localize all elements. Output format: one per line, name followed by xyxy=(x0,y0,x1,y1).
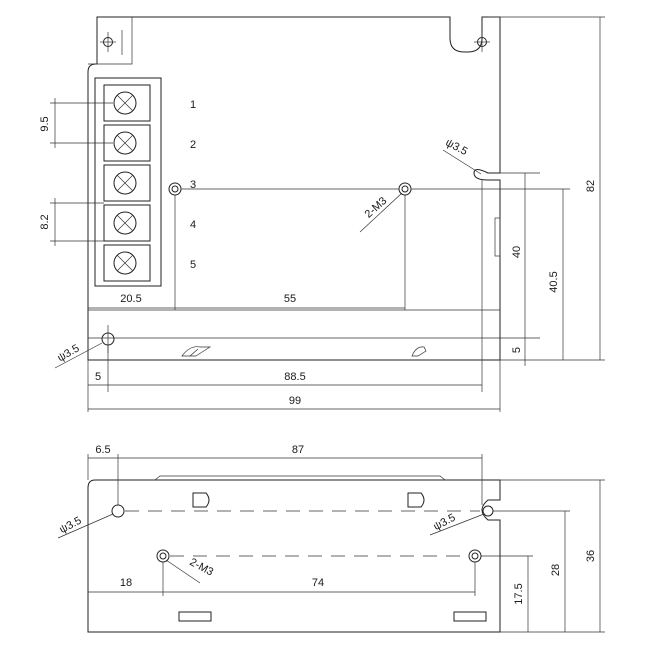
flange-hole-left-icon xyxy=(100,30,123,55)
dim-bottom-screw-offset: 18 xyxy=(120,577,132,589)
dim-hole-span: 88.5 xyxy=(284,371,305,383)
terminal-label-2: 2 xyxy=(190,139,196,151)
dim-gap: 8.2 xyxy=(39,214,51,229)
dim-height-upper: 40 xyxy=(511,246,523,258)
dim-bottom-height-low: 17.5 xyxy=(513,583,525,604)
dim-bottom-hole-span: 87 xyxy=(292,444,304,456)
terminal-label-3: 3 xyxy=(190,179,196,191)
bottom-hole-left-icon xyxy=(111,504,125,518)
callout-bottom-slot-right: ψ3.5 xyxy=(432,512,458,533)
bottom-view: 6.5 87 18 74 17.5 28 36 ψ3.5 ψ3.5 2-M3 xyxy=(58,444,605,633)
dim-bottom-screw-span: 74 xyxy=(312,577,324,589)
callout-slot-right: ψ3.5 xyxy=(443,137,469,158)
screw-hole-right-icon xyxy=(398,182,412,196)
dim-hole-to-hole: 55 xyxy=(284,293,296,305)
dim-bottom-offset: 5 xyxy=(511,347,523,353)
bottom-screw-left-icon xyxy=(156,549,170,563)
top-view: 1 2 3 4 5 9.5 8.2 xyxy=(39,16,605,412)
clip-mark xyxy=(181,346,212,357)
clip-mark xyxy=(411,346,427,357)
top-view-outline xyxy=(87,16,501,361)
terminal-label-4: 4 xyxy=(190,219,196,231)
dim-term-to-hole: 20.5 xyxy=(120,293,141,305)
dim-bottom-left-offset: 6.5 xyxy=(95,444,110,456)
bottom-view-outline xyxy=(87,479,501,633)
dim-height-overall: 82 xyxy=(585,180,597,192)
bottom-screw-right-icon xyxy=(468,549,482,563)
flange-hole-right-icon xyxy=(474,32,490,52)
callout-bottom-screw: 2-M3 xyxy=(188,556,216,578)
terminal-label-5: 5 xyxy=(190,259,196,271)
dim-bottom-height-mid: 28 xyxy=(550,564,562,576)
dim-height-mid: 40.5 xyxy=(548,271,560,292)
screw-hole-left-icon xyxy=(168,182,182,196)
bottom-hole-right-icon xyxy=(482,505,494,517)
dim-pitch: 9.5 xyxy=(39,116,51,131)
dim-left-offset: 5 xyxy=(95,371,101,383)
terminal-label-1: 1 xyxy=(190,99,196,111)
dim-width-overall: 99 xyxy=(289,395,301,407)
terminal-block xyxy=(94,77,162,287)
dim-bottom-height-overall: 36 xyxy=(585,550,597,562)
